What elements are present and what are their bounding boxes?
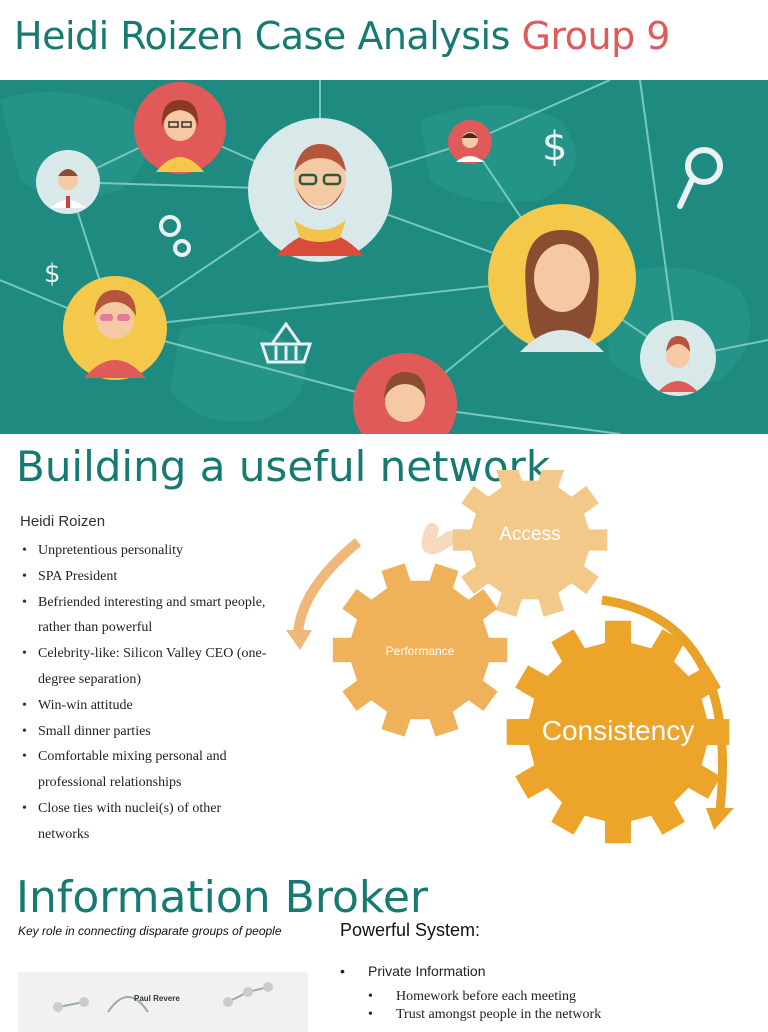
gear-label-performance: Performance	[386, 644, 455, 658]
avatar-icon	[448, 120, 492, 164]
network-illustration-svg: $ $	[0, 80, 768, 434]
list-item: Win-win attitude	[20, 693, 270, 719]
system-subitem: Trust amongst people in the network	[396, 1007, 602, 1022]
network-illustration: $ $	[0, 80, 768, 434]
subheading-heidi: Heidi Roizen	[20, 513, 106, 530]
section-heading-broker: Information Broker	[16, 872, 428, 923]
gear-consistency-teeth	[506, 620, 730, 844]
gear-access-teeth	[452, 470, 608, 617]
list-item: Unpretentious personality	[20, 538, 270, 564]
list-item: • Trust amongst people in the network	[340, 1006, 601, 1024]
avatar-icon	[248, 118, 392, 262]
bullet-icon: •	[368, 1007, 373, 1022]
list-item: Close ties with nuclei(s) of other netwo…	[20, 796, 270, 848]
avatar-icon	[488, 204, 636, 352]
avatar-icon	[36, 150, 100, 214]
title-accent: Group 9	[521, 14, 671, 58]
bullet-icon: •	[368, 989, 373, 1004]
title-main: Heidi Roizen Case Analysis	[14, 14, 510, 58]
system-title: Powerful System:	[340, 920, 481, 940]
avatar-icon	[640, 320, 716, 396]
list-item: SPA President	[20, 564, 270, 590]
gear-label-access: Access	[499, 524, 560, 545]
gear-consistency	[506, 620, 730, 844]
network-diagram-image: Paul Revere	[18, 972, 308, 1032]
arc-arrow-icon	[601, 595, 727, 811]
dollar-icon: $	[44, 259, 61, 289]
avatar-icon	[353, 353, 457, 434]
list-item: Comfortable mixing personal and professi…	[20, 744, 270, 796]
list-item: • Private Information	[340, 960, 601, 982]
list-item: Small dinner parties	[20, 719, 270, 745]
list-item: • Homework before each meeting	[340, 988, 601, 1006]
system-subitem: Homework before each meeting	[396, 989, 576, 1004]
arrowhead-icon	[706, 808, 734, 830]
arc-arrow-icon	[293, 538, 362, 636]
gear-performance-teeth	[332, 563, 508, 737]
magnifier-icon	[677, 147, 723, 209]
gears-diagram: Access Performance Consistency	[286, 470, 734, 844]
network-bullet-list: Unpretentious personality SPA President …	[20, 538, 270, 848]
arrowhead-icon	[286, 630, 312, 650]
dollar-icon: $	[542, 124, 567, 170]
basket-icon	[259, 321, 313, 364]
network-diagram-svg: Paul Revere	[53, 982, 273, 1013]
gears-icon	[159, 215, 191, 257]
title-bar: Heidi Roizen Case Analysis Group 9	[0, 0, 768, 80]
system-list: • Private Information • Homework before …	[340, 960, 601, 1024]
broker-caption: Key role in connecting disparate groups …	[18, 924, 282, 938]
section-heading-network: Building a useful network	[16, 442, 551, 491]
avatar-icon	[63, 276, 167, 380]
image-label: Paul Revere	[134, 994, 180, 1003]
list-item: Celebrity-like: Silicon Valley CEO (one-…	[20, 641, 270, 693]
page-title: Heidi Roizen Case Analysis Group 9	[14, 14, 670, 58]
gear-label-consistency: Consistency	[542, 715, 695, 746]
bullet-icon: •	[340, 963, 345, 979]
gear-access	[452, 470, 608, 617]
system-item-label: Private Information	[368, 963, 486, 979]
arc-arrow-icon	[421, 523, 457, 555]
avatar-icon	[134, 82, 226, 174]
list-item: Befriended interesting and smart people,…	[20, 590, 270, 642]
gear-performance	[332, 563, 508, 737]
